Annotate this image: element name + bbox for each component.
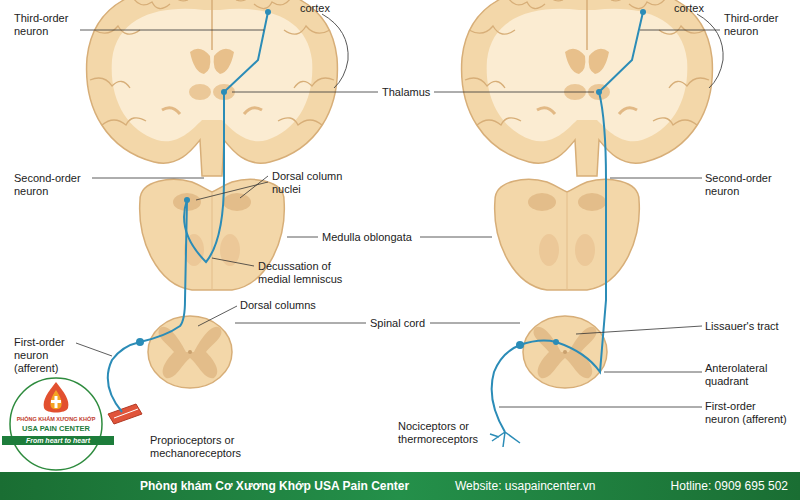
callout-label: Decussation of medial lemniscus bbox=[258, 260, 358, 286]
callout-label: Spinal cord bbox=[370, 317, 450, 330]
logo-badge: PHÒNG KHÁM XƯƠNG KHỚPUSA PAIN CENTERFrom… bbox=[6, 376, 106, 472]
callout-label: Nociceptors or thermoreceptors bbox=[398, 420, 493, 446]
callout-label: Proprioceptors or mechanoreceptors bbox=[150, 434, 270, 460]
callout-label: Second-order neuron bbox=[705, 172, 785, 198]
logo-text: USA PAIN CENTER bbox=[6, 424, 106, 433]
callout-label: Lissauer's tract bbox=[705, 320, 785, 333]
callout-label: Medulla oblongata bbox=[322, 231, 442, 244]
callout-label: Dorsal columns bbox=[240, 299, 340, 312]
footer-band: Phòng khám Cơ Xương Khớp USA Pain Center… bbox=[0, 472, 800, 500]
callout-label: Thalamus bbox=[382, 86, 442, 99]
logo-ribbon: From heart to heart bbox=[2, 436, 114, 445]
callout-label: First-order neuron (afferent) bbox=[14, 336, 94, 375]
callout-label: Second-order neuron bbox=[14, 172, 94, 198]
callout-label: First-order neuron (afferent) bbox=[705, 400, 790, 426]
footer-text: Phòng khám Cơ Xương Khớp USA Pain Center bbox=[140, 479, 409, 493]
logo-text: PHÒNG KHÁM XƯƠNG KHỚP bbox=[6, 416, 106, 422]
footer-text: Website: usapaincenter.vn bbox=[455, 479, 596, 493]
callout-label: Anterolateral quadrant bbox=[705, 362, 795, 388]
callout-label: Dorsal column nuclei bbox=[272, 170, 352, 196]
callout-label: Third-order neuron bbox=[14, 12, 94, 38]
callout-label: Third-order neuron bbox=[724, 12, 798, 38]
callout-label: cortex bbox=[300, 2, 360, 15]
footer-text: Hotline: 0909 695 502 bbox=[671, 479, 788, 493]
